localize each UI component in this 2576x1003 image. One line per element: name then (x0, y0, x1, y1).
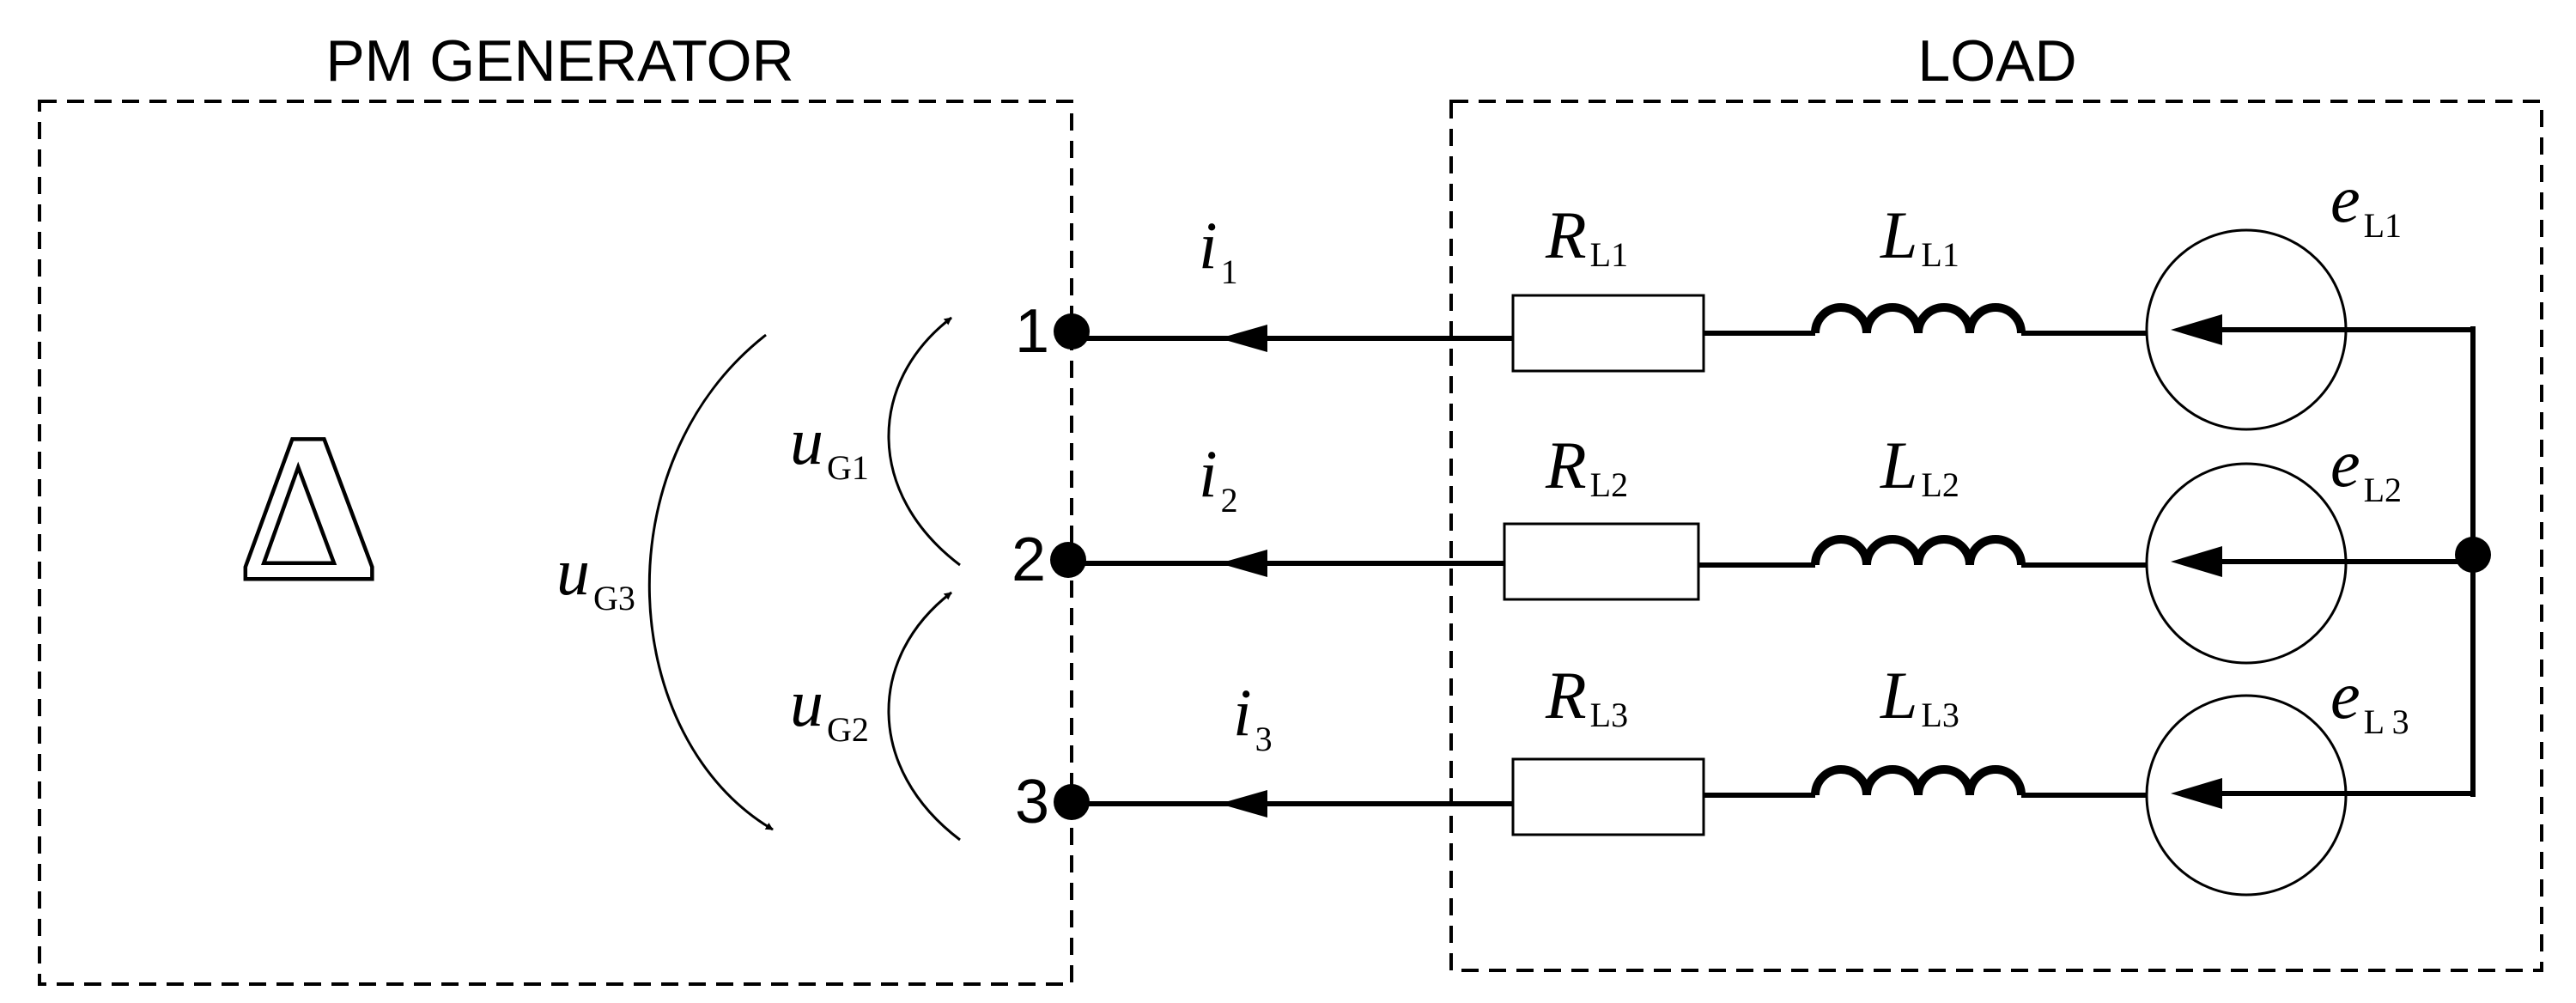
load-box: LOAD (1449, 28, 2543, 972)
terminal-node-1 (1054, 313, 1090, 350)
voltage-arrow-g1 (887, 316, 961, 567)
neutral-node (2455, 537, 2491, 573)
emf-arrow-3 (2171, 778, 2222, 809)
load-border (1449, 100, 2543, 972)
resistor-2 (1503, 522, 1700, 601)
phase-1 (1072, 228, 2473, 431)
current-arrow-2 (1219, 550, 1267, 577)
neutral-connection (2455, 326, 2491, 797)
inductor-2 (1811, 535, 2026, 566)
terminal-label-2: 2 (1012, 526, 1046, 594)
voltage-arrow-g3 (647, 333, 774, 831)
generator-box: PM GENERATOR Δ (38, 28, 1073, 986)
resistor-1 (1511, 294, 1705, 373)
delta-symbol: Δ (245, 393, 374, 622)
generator-title: PM GENERATOR (325, 28, 793, 94)
inductor-1 (1811, 303, 2026, 334)
terminals: 1 2 3 (1012, 297, 1090, 836)
phase-3 (1072, 694, 2473, 897)
emf-arrow-2 (2171, 546, 2222, 577)
voltage-arrow-g2 (887, 591, 961, 842)
resistor-3 (1511, 757, 1705, 836)
generator-border (38, 100, 1073, 986)
inductor-3 (1811, 765, 2026, 796)
current-arrow-1 (1219, 325, 1267, 352)
terminal-node-2 (1050, 542, 1086, 578)
phase-2 (1068, 462, 2473, 665)
emf-arrow-1 (2171, 314, 2222, 345)
current-arrow-3 (1219, 790, 1267, 818)
terminal-label-1: 1 (1015, 297, 1049, 366)
terminal-label-3: 3 (1015, 768, 1049, 836)
voltage-arrows (647, 316, 961, 842)
load-title: LOAD (1917, 28, 2076, 94)
